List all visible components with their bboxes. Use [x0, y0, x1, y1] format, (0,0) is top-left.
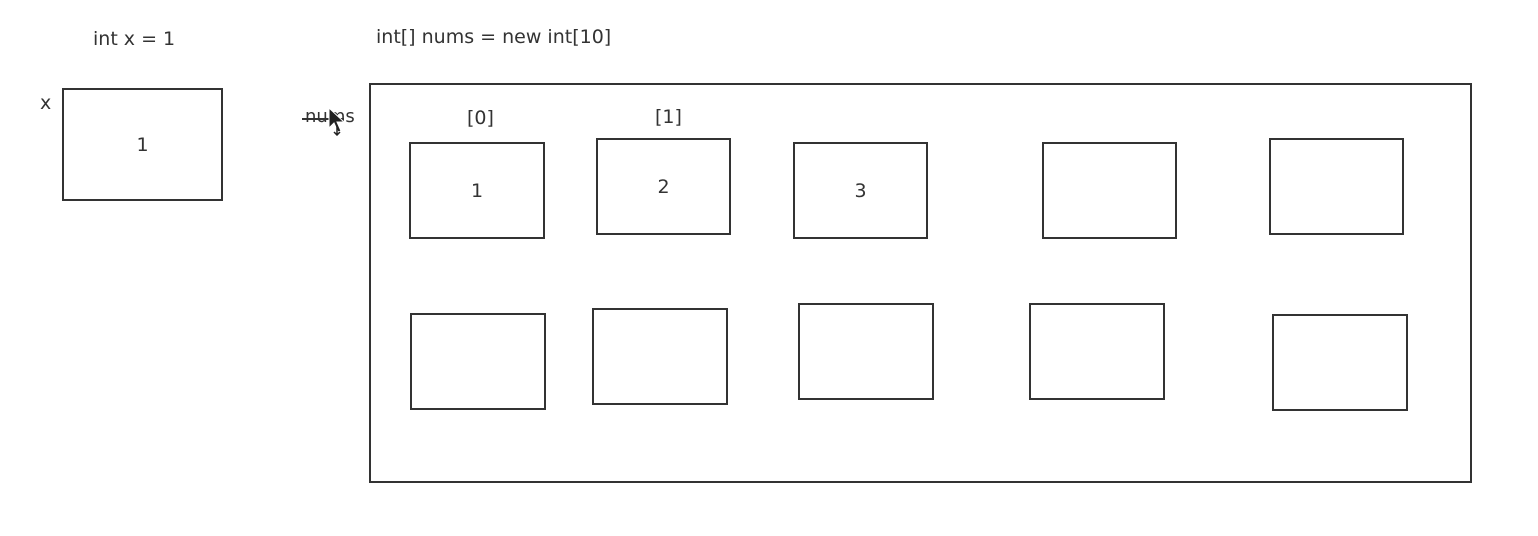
primitive-value: 1 [136, 133, 149, 156]
array-cell-9 [1272, 314, 1408, 411]
array-cell-value: 1 [470, 179, 484, 202]
array-cell-8 [1029, 303, 1165, 400]
primitive-var-name: x [40, 92, 52, 114]
array-cell-5 [410, 313, 546, 410]
array-cell-1: 2 [596, 138, 731, 235]
array-cell-0: 1 [409, 142, 545, 239]
array-cell-4 [1269, 138, 1404, 235]
array-cell-6 [592, 308, 728, 405]
index-label-0: [0] [467, 107, 494, 129]
primitive-declaration: int x = 1 [93, 28, 176, 50]
index-label-1: [1] [655, 106, 682, 128]
array-cell-value: 3 [854, 179, 867, 202]
array-cell-7 [798, 303, 934, 400]
array-cell-3 [1042, 142, 1177, 239]
array-declaration: int[] nums = new int[10] [376, 26, 612, 48]
array-cell-value: 2 [657, 175, 670, 198]
strike-line [302, 118, 344, 120]
move-cursor-icon [328, 106, 346, 136]
array-cell-2: 3 [793, 142, 928, 239]
primitive-box: 1 [62, 88, 223, 201]
